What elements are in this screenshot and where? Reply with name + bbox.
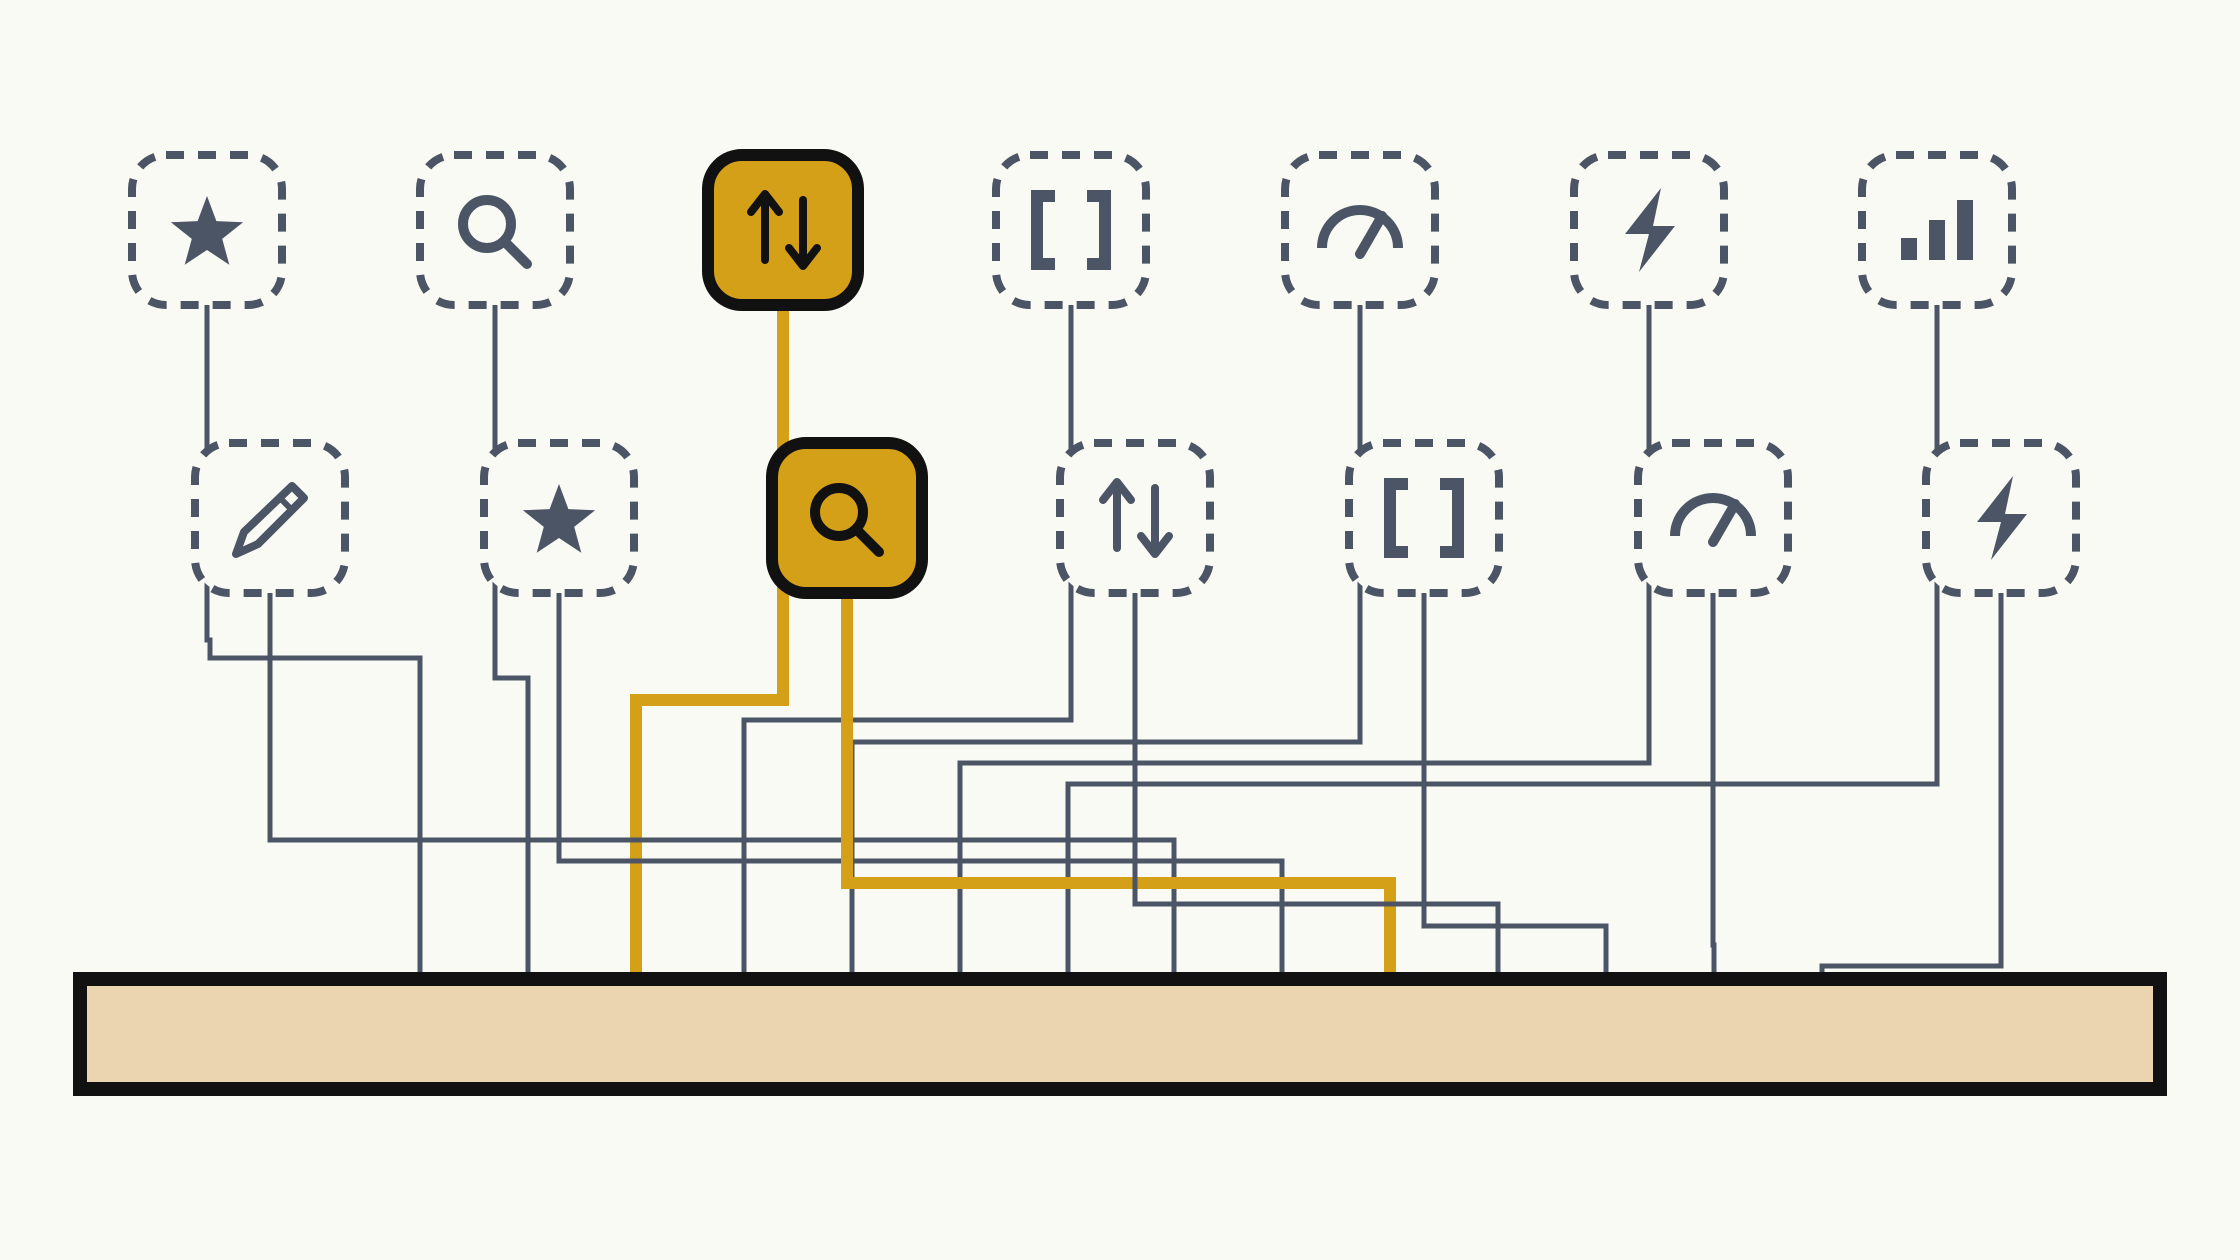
brackets-icon (1031, 190, 1111, 270)
search-icon (458, 195, 532, 269)
top-row-node-1[interactable] (128, 151, 286, 309)
lightning-icon (1625, 188, 1675, 272)
bar-chart-icon (1901, 200, 1973, 260)
top-row-node-2[interactable] (416, 151, 574, 309)
sort-arrows-icon (1099, 478, 1173, 558)
wire-top-2 (492, 305, 531, 979)
top-row-node-6[interactable] (1570, 151, 1728, 309)
lightning-icon (1977, 476, 2027, 560)
top-row-node-3[interactable] (702, 149, 864, 311)
bottom-row-node-frame (1634, 439, 1792, 597)
bottom-row-node-frame (1056, 439, 1214, 597)
brackets-icon (1384, 478, 1464, 558)
sort-arrows-icon (747, 190, 821, 270)
top-row-node-7[interactable] (1858, 151, 2016, 309)
bottom-row-node-1[interactable] (191, 439, 349, 597)
top-row-node-5[interactable] (1281, 151, 1439, 309)
target-bar-layer (73, 972, 2167, 1096)
wire-bottom-1 (267, 593, 1177, 979)
bottom-row-node-7[interactable] (1922, 439, 2080, 597)
bottom-row-node-4[interactable] (1056, 439, 1214, 597)
bottom-row-node-3[interactable] (766, 437, 928, 599)
top-row-node-frame (992, 151, 1150, 309)
pencil-icon (232, 482, 308, 558)
bottom-row-node-2[interactable] (480, 439, 638, 597)
star-icon (522, 484, 596, 553)
wire-bottom-4 (1132, 593, 1501, 979)
bottom-row-node-frame (766, 437, 928, 599)
wire-bottom-3 (841, 593, 1396, 979)
wire-bottom-5 (1421, 593, 1609, 979)
top-row-node-frame (1281, 151, 1439, 309)
gauge-icon (1670, 493, 1756, 547)
target-bar (73, 972, 2167, 1096)
top-row-node-4[interactable] (992, 151, 1150, 309)
star-icon (170, 196, 244, 265)
bottom-row-node-frame (1345, 439, 1503, 597)
top-row-node-frame (416, 151, 574, 309)
wire-top-1 (204, 305, 423, 979)
search-icon (810, 483, 884, 557)
bottom-row-node-6[interactable] (1634, 439, 1792, 597)
wire-top-3 (630, 305, 789, 979)
wire-bottom-2 (556, 593, 1285, 979)
gauge-icon (1317, 205, 1403, 259)
top-row-node-frame (702, 149, 864, 311)
wires-layer (204, 305, 2004, 979)
bottom-row-node-5[interactable] (1345, 439, 1503, 597)
nodes-layer (128, 149, 2080, 599)
bottom-row-node-frame (191, 439, 349, 597)
wire-bottom-6 (1710, 593, 1717, 979)
